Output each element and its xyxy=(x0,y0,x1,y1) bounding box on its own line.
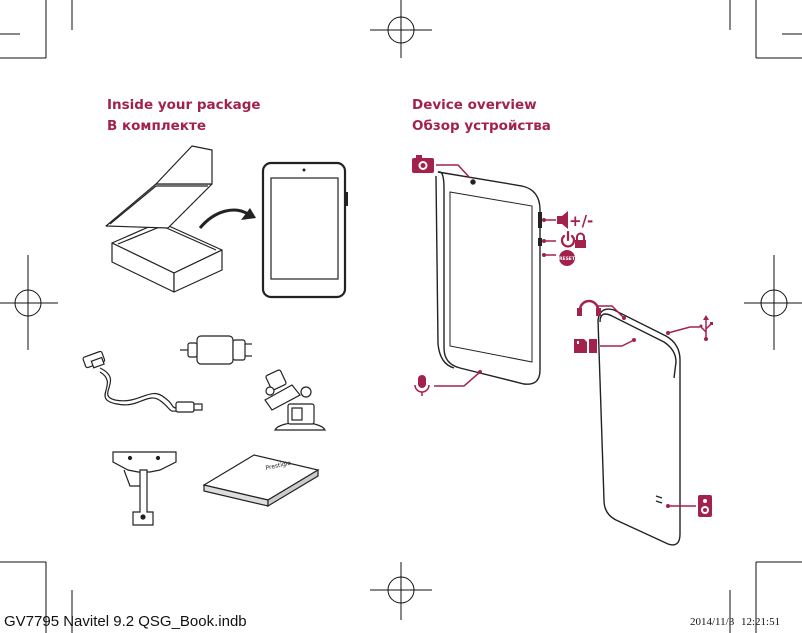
reset-icon: RESET xyxy=(559,250,576,266)
volume-icon: +/- xyxy=(557,211,593,230)
callout-dots xyxy=(478,218,670,508)
box-to-tablet-arrow-icon xyxy=(198,208,249,229)
footer-filename: GV7795 Navitel 9.2 QSG_Book.indb xyxy=(4,613,247,630)
tablet-back-illustration xyxy=(597,308,681,546)
car-holder-illustration xyxy=(264,369,326,431)
package-heading-en: Inside your package xyxy=(107,97,261,113)
lock-icon xyxy=(575,232,586,248)
box-illustration xyxy=(105,145,223,293)
car-charger-illustration xyxy=(180,335,252,365)
card-slot-icon xyxy=(574,339,597,353)
manual-booklet-illustration: Prestigio xyxy=(202,454,320,508)
mount-bracket-illustration xyxy=(112,451,177,526)
registration-mark-top xyxy=(370,0,432,58)
footer-date: 2014/11/3 xyxy=(690,616,735,628)
microphone-icon xyxy=(414,375,430,396)
speaker-icon xyxy=(698,495,712,517)
registration-mark-bottom xyxy=(370,562,432,620)
overview-heading-en: Device overview xyxy=(412,97,537,113)
overview-heading: Device overview Обзор устройства xyxy=(412,95,551,137)
headphones-icon xyxy=(577,299,601,316)
camera-icon xyxy=(412,155,434,173)
power-icon xyxy=(560,230,576,248)
registration-mark-left xyxy=(0,255,58,350)
tablet-angled-illustration xyxy=(435,171,542,385)
usb-cable-illustration xyxy=(82,350,203,413)
package-heading: Inside your package В комплекте xyxy=(107,95,261,137)
overview-heading-ru: Обзор устройства xyxy=(412,118,551,134)
package-heading-ru: В комплекте xyxy=(107,118,206,134)
usb-icon xyxy=(699,315,713,341)
footer-timestamp: 2014/11/3 12:21:51 xyxy=(690,616,780,628)
registration-mark-right xyxy=(744,255,802,350)
footer-time: 12:21:51 xyxy=(740,616,781,628)
callout-lines xyxy=(434,164,700,507)
tablet-front-illustration xyxy=(261,161,348,299)
reset-label: RESET xyxy=(559,256,576,262)
volume-label: +/- xyxy=(569,212,593,230)
arrow-head-icon xyxy=(241,208,256,220)
